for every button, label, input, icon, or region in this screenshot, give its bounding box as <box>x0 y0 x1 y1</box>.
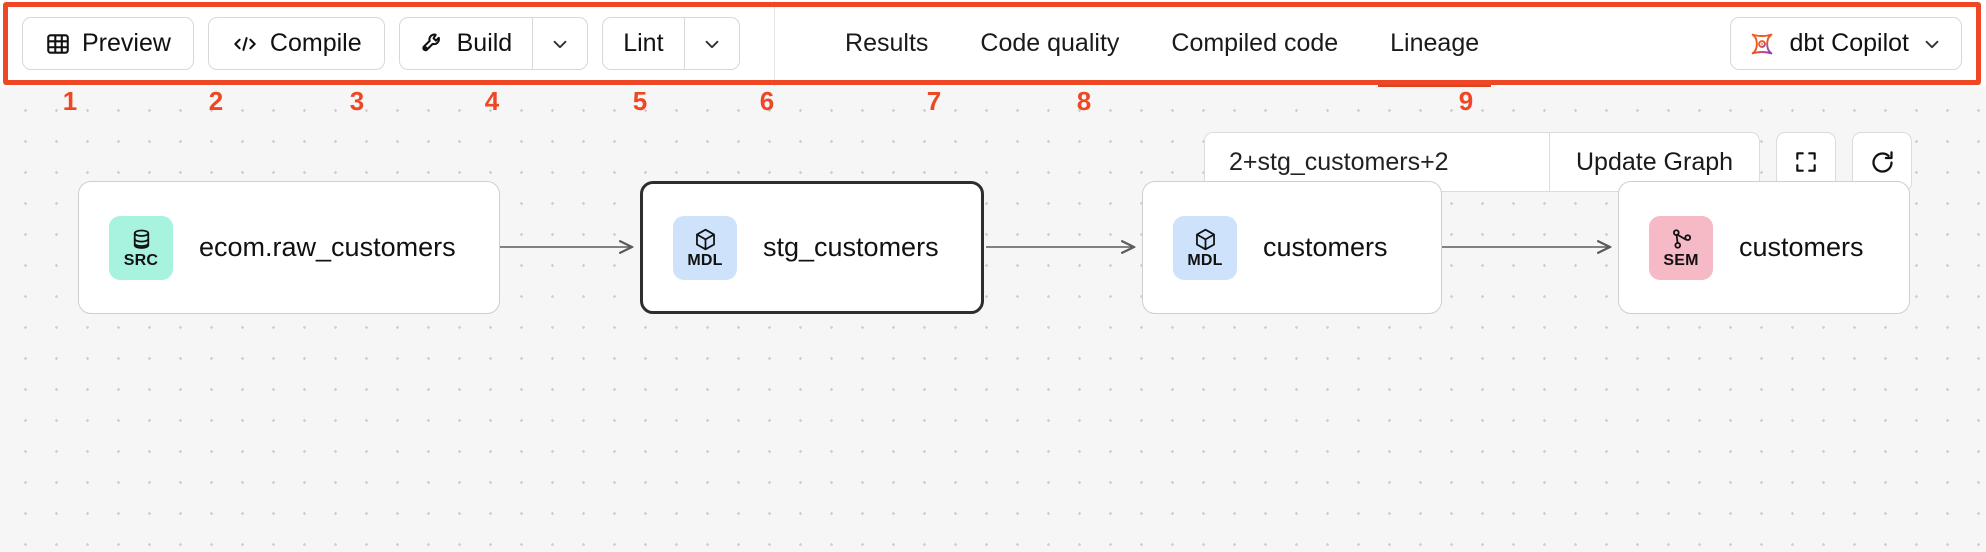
tab-lineage-label: Lineage <box>1390 29 1480 57</box>
tab-bar: Results Code quality Compiled code Linea… <box>819 0 1505 87</box>
lineage-node-customers-model-label: customers <box>1263 232 1388 262</box>
badge-sem-text: SEM <box>1663 251 1699 269</box>
annotation-numbers: 1 2 3 4 5 6 7 8 9 <box>0 86 1986 122</box>
lint-button-group: Lint <box>602 17 740 70</box>
semantic-graph-icon <box>1669 227 1694 252</box>
toolbar-divider <box>773 0 776 87</box>
lineage-node-stg-customers[interactable]: MDL stg_customers <box>640 181 984 314</box>
badge-sem: SEM <box>1649 215 1713 280</box>
update-graph-label: Update Graph <box>1576 147 1734 176</box>
chevron-down-icon <box>549 33 571 55</box>
badge-src: SRC <box>109 215 173 280</box>
preview-button[interactable]: Preview <box>22 17 194 70</box>
lineage-node-customers-model[interactable]: MDL customers <box>1142 181 1442 314</box>
badge-src-text: SRC <box>123 251 159 269</box>
lineage-node-customers-semantic[interactable]: SEM customers <box>1618 181 1910 314</box>
compile-button-label: Compile <box>269 29 362 57</box>
cube-icon <box>1193 227 1218 252</box>
database-icon <box>129 227 154 252</box>
tab-code-quality[interactable]: Code quality <box>954 0 1145 87</box>
badge-mdl-stg: MDL <box>673 215 737 280</box>
chevron-down-icon <box>1921 33 1943 55</box>
fullscreen-icon <box>1793 149 1819 175</box>
tab-results[interactable]: Results <box>819 0 954 87</box>
annotation-number-6: 6 <box>759 86 775 116</box>
lineage-node-customers-semantic-label: customers <box>1739 232 1864 262</box>
lineage-node-src[interactable]: SRC ecom.raw_customers <box>78 181 500 314</box>
tab-code-quality-label: Code quality <box>980 29 1120 57</box>
lint-dropdown-toggle[interactable] <box>685 18 739 69</box>
build-dropdown-toggle[interactable] <box>533 18 587 69</box>
annotation-number-2: 2 <box>208 86 224 116</box>
annotation-number-5: 5 <box>632 86 648 116</box>
code-icon <box>231 31 259 57</box>
annotation-number-7: 7 <box>926 86 942 116</box>
compile-button[interactable]: Compile <box>207 17 385 70</box>
tab-compiled-code[interactable]: Compiled code <box>1145 0 1364 87</box>
annotation-number-3: 3 <box>349 86 365 116</box>
chevron-down-icon <box>701 33 723 55</box>
annotation-number-9: 9 <box>1458 86 1474 116</box>
dbt-copilot-icon <box>1747 29 1777 59</box>
dbt-copilot-button[interactable]: dbt Copilot <box>1730 17 1962 70</box>
refresh-icon <box>1869 149 1896 176</box>
badge-mdl-stg-text: MDL <box>687 251 723 269</box>
tab-results-label: Results <box>845 29 929 57</box>
lint-button-label: Lint <box>623 29 664 57</box>
lineage-node-src-label: ecom.raw_customers <box>199 232 456 262</box>
annotation-number-4: 4 <box>484 86 500 116</box>
preview-button-label: Preview <box>82 29 171 57</box>
lineage-node-stg-customers-label: stg_customers <box>763 232 939 262</box>
dbt-copilot-label: dbt Copilot <box>1789 29 1909 57</box>
table-icon <box>45 31 71 57</box>
action-button-group: Preview Compile <box>0 0 776 87</box>
lineage-edges <box>500 87 1986 552</box>
top-toolbar: Preview Compile <box>0 0 1986 87</box>
tab-compiled-code-label: Compiled code <box>1171 29 1339 57</box>
lineage-canvas[interactable]: 2+stg_customers+2 Update Graph <box>0 87 1986 552</box>
wrench-icon <box>420 31 446 57</box>
badge-mdl-customers: MDL <box>1173 215 1237 280</box>
annotation-number-8: 8 <box>1076 86 1092 116</box>
build-button[interactable]: Build <box>400 18 534 69</box>
build-button-group: Build <box>398 17 589 70</box>
build-button-label: Build <box>456 29 513 57</box>
cube-icon <box>693 227 718 252</box>
tab-lineage[interactable]: Lineage <box>1364 0 1505 87</box>
badge-mdl-customers-text: MDL <box>1187 251 1223 269</box>
annotation-number-1: 1 <box>62 86 78 116</box>
lint-button[interactable]: Lint <box>603 18 685 69</box>
